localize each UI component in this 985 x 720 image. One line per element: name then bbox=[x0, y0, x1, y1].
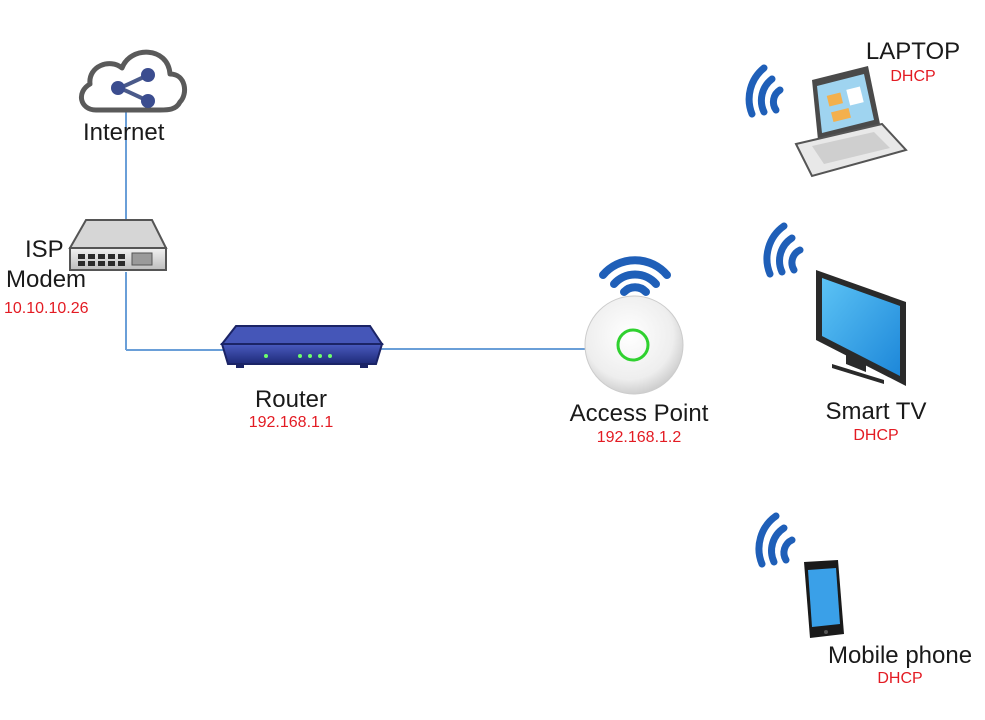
wifi-icon bbox=[745, 64, 784, 118]
access-point-label: Access Point bbox=[569, 400, 709, 427]
cloud-share-icon bbox=[79, 49, 188, 113]
phone-icon bbox=[804, 560, 844, 638]
wifi-icon bbox=[763, 222, 804, 278]
connection-lines bbox=[125, 112, 592, 351]
modem-label-line1: ISP bbox=[25, 236, 64, 263]
modem-icon bbox=[68, 219, 168, 271]
mobile-phone-ip-mode: DHCP bbox=[877, 670, 923, 687]
router-icon bbox=[219, 325, 384, 368]
tv-icon bbox=[816, 270, 906, 386]
smart-tv-ip-mode: DHCP bbox=[853, 427, 899, 444]
access-point-ip-address: 192.168.1.2 bbox=[596, 429, 682, 446]
laptop-icon bbox=[794, 66, 908, 178]
smart-tv-label: Smart TV bbox=[825, 398, 927, 425]
wifi-icon bbox=[755, 512, 796, 568]
laptop-label: LAPTOP bbox=[865, 38, 961, 65]
modem-ip-address: 10.10.10.26 bbox=[4, 300, 89, 317]
router-ip-address: 192.168.1.1 bbox=[248, 414, 334, 431]
router-label: Router bbox=[254, 386, 328, 413]
laptop-ip-mode: DHCP bbox=[890, 68, 936, 85]
wifi-icon bbox=[599, 256, 671, 296]
access-point-icon bbox=[584, 295, 684, 395]
internet-label: Internet bbox=[83, 119, 165, 146]
modem-label-line2: Modem bbox=[6, 266, 87, 293]
mobile-phone-label: Mobile phone bbox=[827, 642, 973, 669]
